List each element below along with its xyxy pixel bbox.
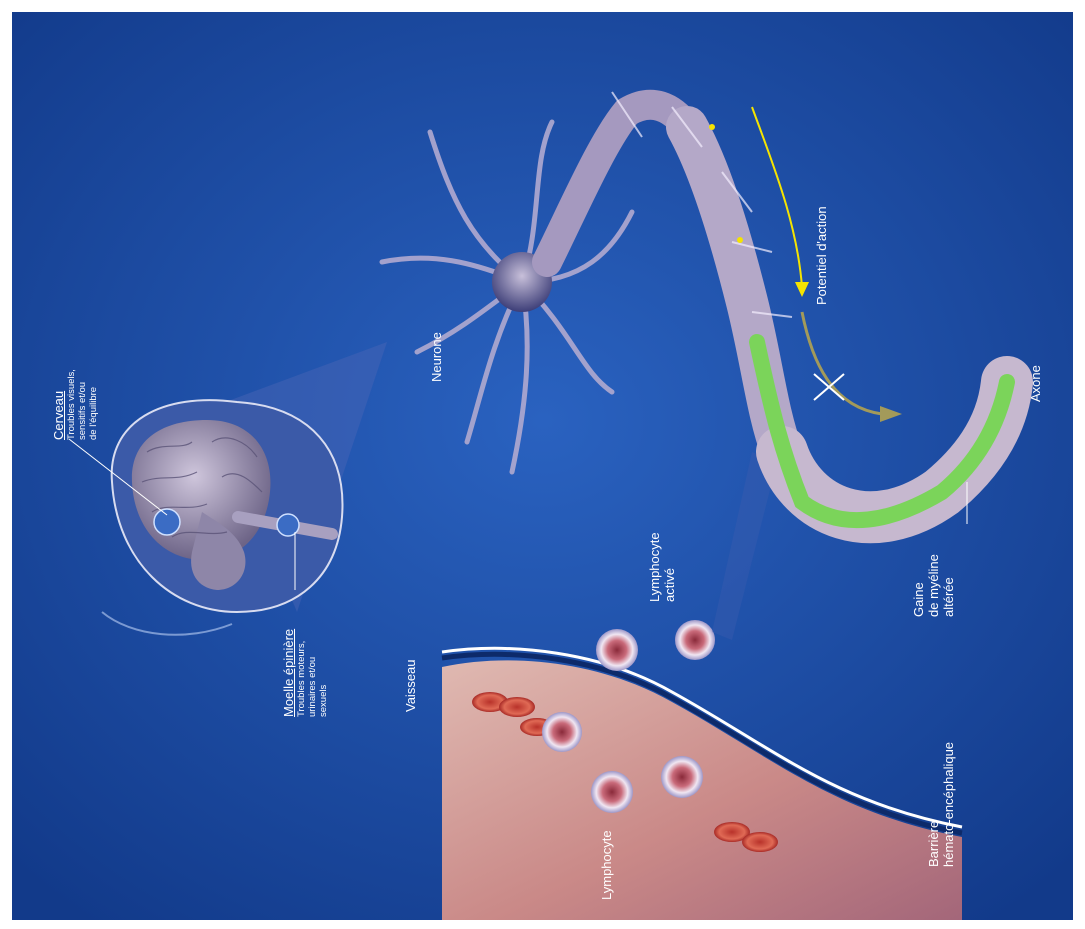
active-lymphocyte-line-2: activé xyxy=(663,532,678,602)
barrier-line-1: Barrière xyxy=(927,742,942,867)
blood-brain-barrier-label: Barrière hémato-encéphalique xyxy=(927,742,957,867)
myelin-line-1: Gaine xyxy=(912,554,927,617)
active-lymphocyte-label: Lymphocyte activé xyxy=(648,532,678,602)
action-potential-label: Potentiel d'action xyxy=(815,206,830,305)
neuron-label: Neurone xyxy=(430,332,445,382)
spinal-cord-label: Moelle épinière Troubles moteurs, urinai… xyxy=(282,629,330,717)
myelin-line-3: altérée xyxy=(942,554,957,617)
lymphocyte-label: Lymphocyte xyxy=(600,830,615,900)
brain-label: Cerveau Troubles visuels, sensitifs et/o… xyxy=(52,369,100,440)
brain-title: Cerveau xyxy=(52,369,67,440)
myelin-line-2: de myéline xyxy=(927,554,942,617)
spinal-cord-line-3: sexuels xyxy=(319,629,330,717)
spinal-cord-title: Moelle épinière xyxy=(282,629,297,717)
diagram-panel: Cerveau Troubles visuels, sensitifs et/o… xyxy=(12,12,1073,920)
diagram-artwork xyxy=(12,12,1073,920)
barrier-line-2: hémato-encéphalique xyxy=(942,742,957,867)
brain-line-3: de l'équilibre xyxy=(89,369,100,440)
active-lymphocyte-line-1: Lymphocyte xyxy=(648,532,663,602)
axon-label: Axone xyxy=(1029,365,1044,402)
myelin-label: Gaine de myéline altérée xyxy=(912,554,957,617)
vessel-label: Vaisseau xyxy=(404,659,419,712)
